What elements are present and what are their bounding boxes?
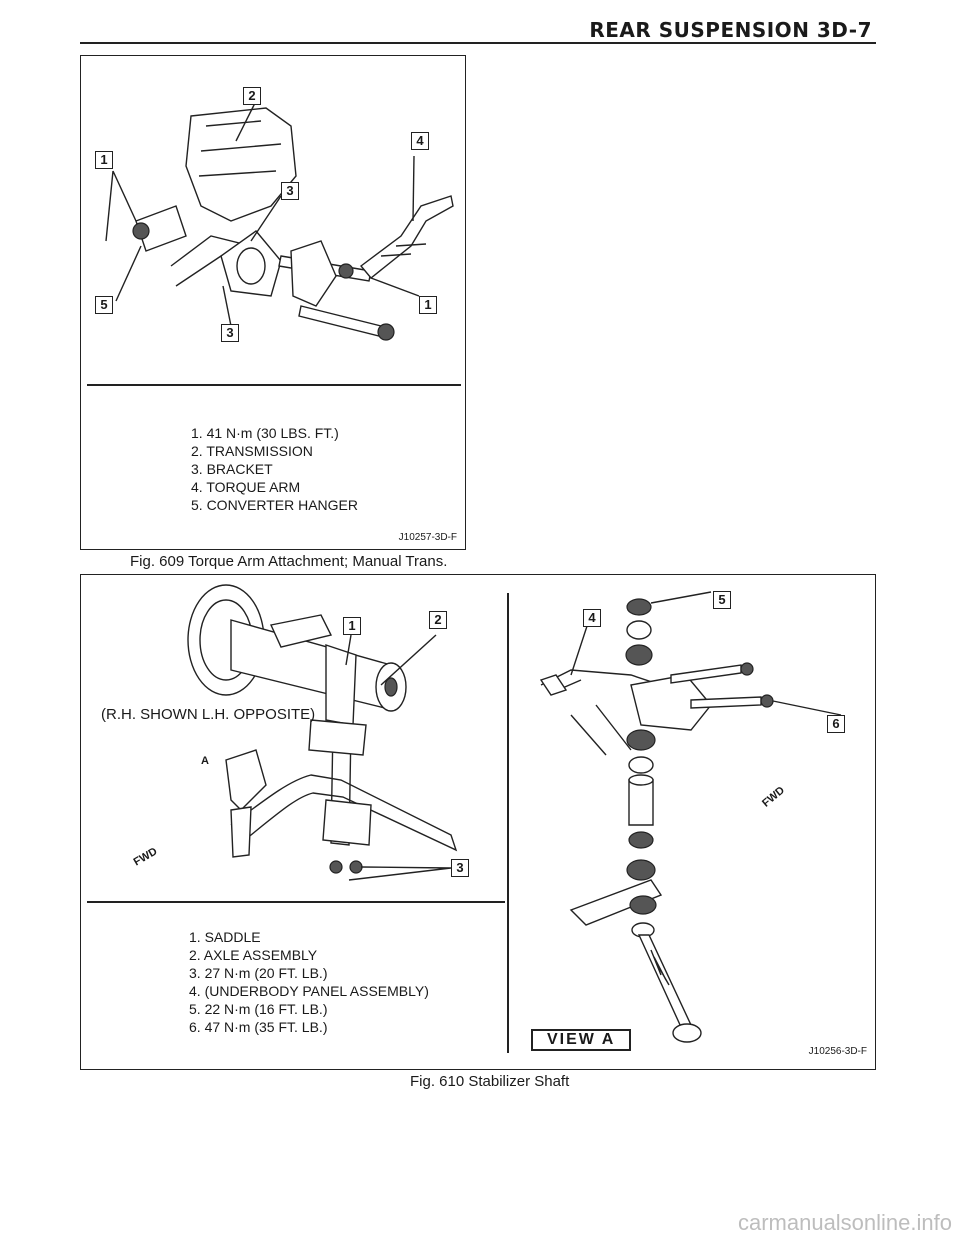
fig610-callout-1: 1 — [343, 617, 361, 635]
fig609-caption: Fig. 609 Torque Arm Attachment; Manual T… — [130, 553, 448, 570]
fig609-divider — [87, 384, 461, 386]
fig610-left-divider — [87, 901, 505, 903]
fig610-legend-item-2: 2. AXLE ASSEMBLY — [189, 947, 318, 963]
fig610-view-a-marker: A — [201, 755, 209, 767]
fig610-callout-3: 3 — [451, 859, 469, 877]
fig609-legend-item-4: 4. TORQUE ARM — [191, 479, 301, 495]
header-rule — [80, 42, 876, 44]
fig609-callout-3-bottom: 3 — [221, 324, 239, 342]
fig610-view-a-label: VIEW A — [531, 1029, 632, 1051]
fig609-legend: 1. 41 N·m (30 LBS. FT.) 2. TRANSMISSION … — [191, 424, 358, 514]
fig609-legend-item-2: 2. TRANSMISSION — [191, 443, 313, 459]
fig610-caption: Fig. 610 Stabilizer Shaft — [410, 1073, 570, 1090]
fig609-callout-2: 2 — [243, 87, 261, 105]
fig610-left-illustration — [187, 584, 458, 881]
fig609-legend-item-1: 1. 41 N·m (30 LBS. FT.) — [191, 425, 339, 441]
fig610-legend-item-6: 6. 47 N·m (35 FT. LB.) — [189, 1019, 328, 1035]
fig610-callout-6: 6 — [827, 715, 845, 733]
fig609-callout-1-right: 1 — [419, 296, 437, 314]
fig610-callout-5: 5 — [713, 591, 731, 609]
fig609-illustration — [105, 100, 454, 341]
fig609-callout-5: 5 — [95, 296, 113, 314]
page-header-title: REAR SUSPENSION 3D-7 — [589, 18, 872, 42]
fig610-side-note: (R.H. SHOWN L.H. OPPOSITE) — [101, 706, 316, 723]
fig610-legend-item-4: 4. (UNDERBODY PANEL ASSEMBLY) — [189, 983, 429, 999]
fig609-legend-item-3: 3. BRACKET — [191, 461, 273, 477]
fig610-legend-item-1: 1. SADDLE — [189, 929, 261, 945]
fig610-legend-item-5: 5. 22 N·m (16 FT. LB.) — [189, 1001, 328, 1017]
fig610-frame: 1 2 3 (R.H. SHOWN L.H. OPPOSITE) A FWD 1… — [80, 574, 876, 1070]
fig609-frame: 2 4 1 3 5 1 3 1. 41 N·m (30 LBS. FT.) 2.… — [80, 55, 466, 550]
fig610-legend-item-3: 3. 27 N·m (20 FT. LB.) — [189, 965, 328, 981]
fig610-column-divider — [507, 593, 509, 1053]
watermark: carmanualsonline.info — [737, 1210, 952, 1235]
fig610-part-number: J10256-3D-F — [808, 1046, 867, 1057]
fig610-callout-2: 2 — [429, 611, 447, 629]
fig610-callout-4: 4 — [583, 609, 601, 627]
fig610-legend: 1. SADDLE 2. AXLE ASSEMBLY 3. 27 N·m (20… — [189, 928, 429, 1036]
fig609-legend-item-5: 5. CONVERTER HANGER — [191, 497, 358, 513]
fig610-right-illustration — [539, 591, 842, 1043]
fig609-callout-1-left: 1 — [95, 151, 113, 169]
fig609-callout-3-top: 3 — [281, 182, 299, 200]
fig609-part-number: J10257-3D-F — [398, 532, 457, 543]
fig609-callout-4: 4 — [411, 132, 429, 150]
